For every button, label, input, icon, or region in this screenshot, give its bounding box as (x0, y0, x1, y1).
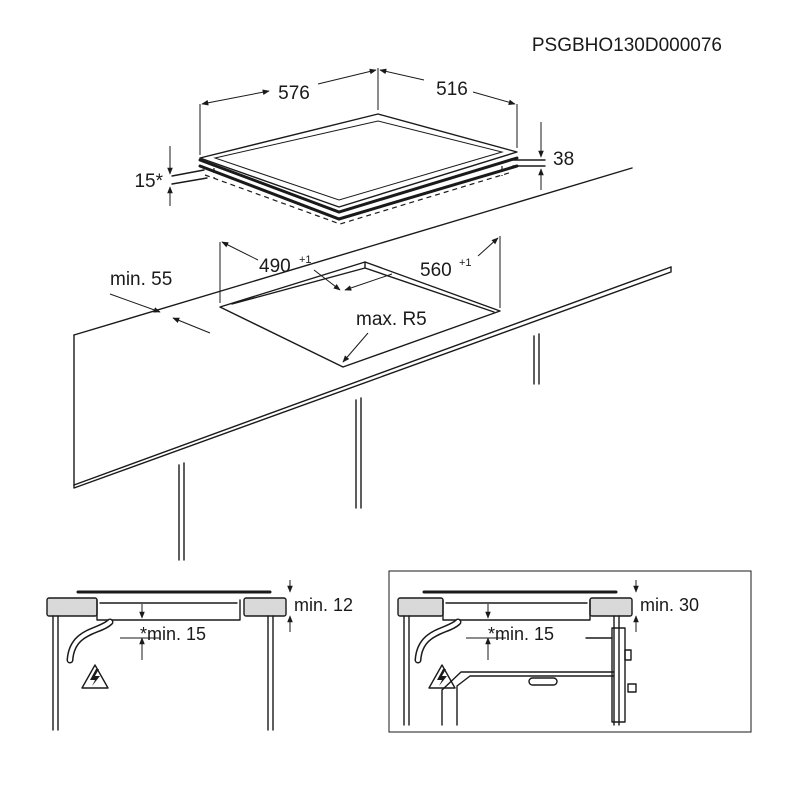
right-hob-body (442, 599, 591, 621)
right-label-min-30: min. 30 (640, 595, 699, 615)
dim-min-edge: min. 55 (109, 269, 211, 334)
cutout-opening (219, 261, 501, 368)
hob-side-line (171, 169, 208, 185)
right-detail-frame (388, 570, 752, 733)
label-max-r5: max. R5 (356, 309, 427, 330)
worktop (73, 167, 672, 561)
label-490: 490 (259, 256, 291, 277)
worktop-back-edge (73, 167, 633, 336)
hob-body-outline (204, 171, 513, 225)
warning-icon (81, 664, 109, 689)
left-label-min-12: min. 12 (294, 595, 353, 615)
left-worktop-right (243, 597, 287, 617)
install-detail-right: *min. 15 min. 30 (388, 570, 752, 733)
left-label-min-15: *min. 15 (140, 624, 206, 644)
left-hob-body (96, 599, 241, 621)
worktop-leg-left (178, 462, 185, 561)
electric-hazard-icon-right (437, 669, 447, 686)
dim-corner-radius: max. R5 (342, 309, 427, 363)
label-15-star: 15* (134, 171, 163, 192)
oven-handle (528, 677, 558, 686)
install-detail-left: *min. 15 min. 12 (46, 580, 353, 731)
label-516: 516 (436, 79, 468, 100)
dim-cutout-width: 490 +1 (219, 241, 341, 303)
hob-edge-lower (198, 164, 519, 221)
hob-inner-frame (213, 120, 504, 201)
dim-hob-width: 576 (199, 68, 379, 155)
oven-body (441, 671, 615, 726)
dim-hob-height: 38 (538, 122, 574, 190)
label-560-tol: +1 (459, 257, 472, 269)
label-490-tol: +1 (299, 254, 312, 266)
dim-cutout-depth: 560 +1 (344, 236, 501, 308)
label-560: 560 (420, 260, 452, 281)
electric-hazard-icon (90, 669, 100, 686)
label-38: 38 (553, 149, 574, 170)
right-worktop-left (397, 597, 444, 617)
worktop-leg-right (533, 333, 540, 385)
label-576: 576 (278, 83, 310, 104)
right-worktop-right (589, 597, 633, 617)
worktop-front-face (73, 266, 672, 489)
worktop-front-edge (73, 266, 672, 486)
hob-top-surface (199, 113, 518, 208)
label-min-55: min. 55 (110, 269, 172, 290)
left-worktop-left (46, 597, 98, 617)
right-label-min-15: *min. 15 (488, 624, 554, 644)
hob-edge (198, 156, 519, 214)
oven-door (611, 627, 626, 723)
hob-drawing (171, 113, 546, 225)
worktop-leg-middle (355, 397, 362, 509)
dim-hob-depth: 516 (379, 68, 518, 148)
warning-icon-right (428, 664, 456, 689)
product-code: PSGBHO130D000076 (532, 35, 722, 56)
dim-hob-thickness: 15* (134, 146, 173, 206)
